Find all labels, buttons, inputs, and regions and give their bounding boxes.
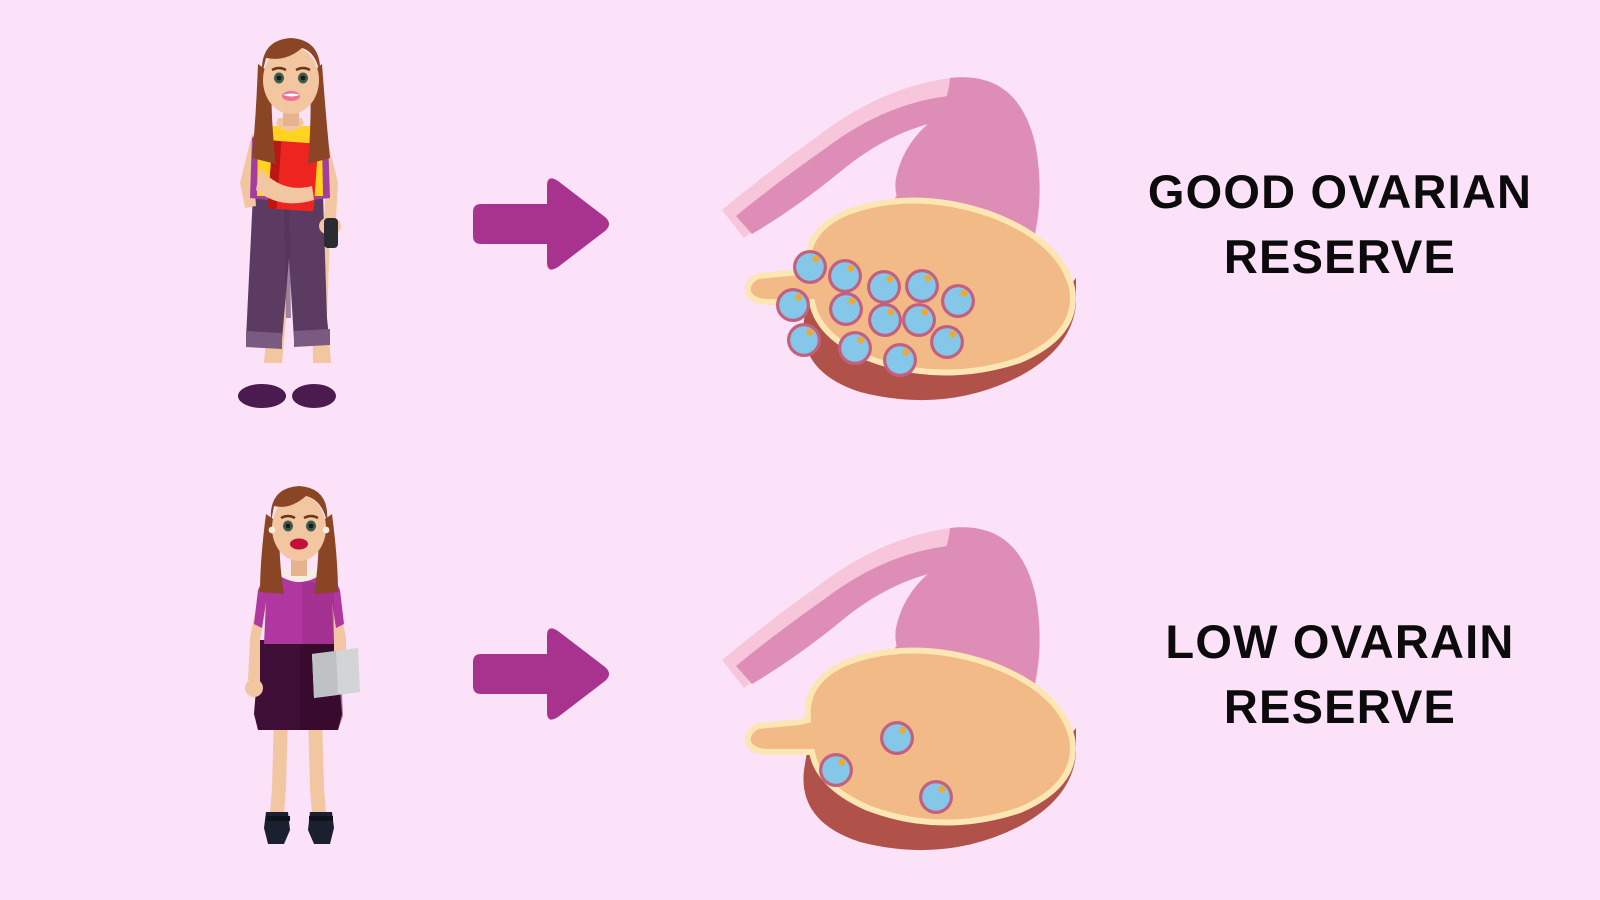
oocyte-dot — [960, 289, 968, 297]
follicle — [867, 270, 901, 304]
figure-professional-woman — [190, 468, 410, 878]
follicle — [793, 250, 827, 284]
professional-legs — [270, 716, 326, 814]
oocyte-dot — [886, 275, 894, 283]
oocyte-dot — [902, 348, 910, 356]
illustration-ovary-low-reserve — [700, 470, 1120, 880]
ovary-rim-highlight — [744, 197, 1076, 376]
follicle — [902, 303, 936, 337]
oocyte-dot — [938, 785, 946, 793]
oocyte-dot — [857, 336, 865, 344]
follicle — [941, 284, 975, 318]
oocyte-dot — [924, 274, 932, 282]
oocyte-dot — [812, 255, 820, 263]
follicle — [868, 303, 902, 337]
label-line-2: RESERVE — [1223, 230, 1457, 283]
comparison-row-good-reserve: GOOD OVARIAN RESERVE — [190, 0, 1590, 450]
follicle — [919, 780, 953, 814]
label-line-1: GOOD OVARIAN — [1147, 165, 1533, 219]
follicle — [880, 721, 914, 755]
oocyte-dot — [899, 726, 907, 734]
follicle — [787, 323, 821, 357]
follicle-fluid — [933, 328, 961, 356]
follicle — [838, 331, 872, 365]
student-shoes — [238, 384, 336, 408]
oocyte-dot — [887, 308, 895, 316]
right-arrow-icon — [473, 178, 609, 270]
follicle-fluid — [841, 334, 869, 362]
follicle — [930, 325, 964, 359]
follicle-fluid — [908, 272, 936, 300]
follicle-fluid — [905, 306, 933, 334]
figure-young-woman-student — [190, 18, 410, 428]
comparison-row-low-reserve: LOW OVARAIN RESERVE — [0, 450, 1600, 900]
follicle-fluid — [870, 273, 898, 301]
follicle — [776, 288, 810, 322]
student-head — [261, 38, 321, 114]
follicle-group — [776, 250, 975, 377]
professional-folder — [312, 648, 360, 698]
follicle-fluid — [871, 306, 899, 334]
follicle — [905, 269, 939, 303]
follicle-fluid — [886, 346, 914, 374]
label-line-2: RESERVE — [1223, 680, 1457, 733]
follicle-fluid — [822, 756, 850, 784]
label-low-ovarain-reserve: LOW OVARAIN RESERVE — [1090, 450, 1590, 900]
professional-head — [268, 486, 330, 561]
follicle — [828, 259, 862, 293]
professional-necklace — [281, 569, 317, 582]
oocyte-dot — [847, 264, 855, 272]
ovary-underside-shadow — [803, 728, 1076, 851]
oocyte-dot — [921, 308, 929, 316]
follicle-fluid — [883, 724, 911, 752]
oocyte-dot — [838, 758, 846, 766]
professional-shoes — [264, 812, 334, 844]
ovary-underside-shadow — [803, 278, 1076, 401]
oocyte-dot — [795, 293, 803, 301]
label-good-ovarian-reserve: GOOD OVARIAN RESERVE — [1090, 0, 1590, 450]
arrow-good-reserve — [455, 160, 635, 290]
follicle-fluid — [790, 326, 818, 354]
follicle-fluid — [832, 295, 860, 323]
follicle-fluid — [944, 287, 972, 315]
follicle-fluid — [779, 291, 807, 319]
oocyte-dot — [949, 330, 957, 338]
follicle — [819, 753, 853, 787]
student-forearm — [256, 168, 314, 204]
follicle — [829, 292, 863, 326]
follicle-fluid — [796, 253, 824, 281]
ovary-rim-highlight — [744, 647, 1076, 826]
label-line-1: LOW OVARAIN — [1165, 615, 1515, 669]
follicle-group — [819, 721, 953, 814]
student-phone — [324, 218, 338, 248]
oocyte-dot — [806, 328, 814, 336]
student-pants — [246, 194, 330, 349]
follicle-fluid — [831, 262, 859, 290]
right-arrow-icon — [473, 628, 609, 720]
illustration-ovary-good-reserve — [700, 20, 1120, 430]
follicle — [883, 343, 917, 377]
oocyte-dot — [848, 297, 856, 305]
follicle-fluid — [922, 783, 950, 811]
arrow-low-reserve — [455, 610, 635, 740]
